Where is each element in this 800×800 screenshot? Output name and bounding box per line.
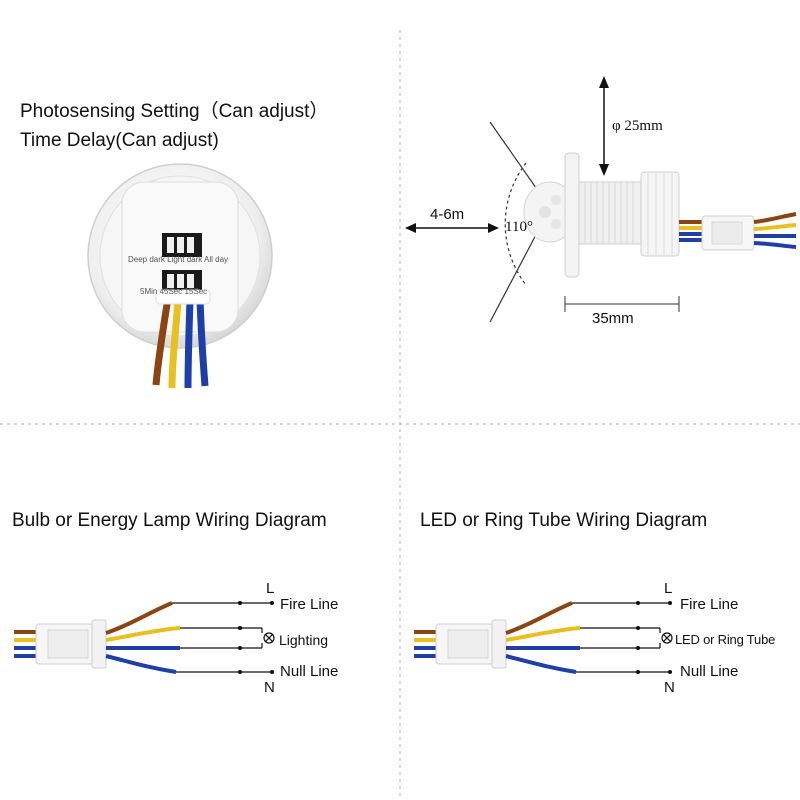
terminal-n-label: N [664,679,675,696]
bulb-wiring-title: Bulb or Energy Lamp Wiring Diagram [12,510,327,531]
fire-line-label: Fire Line [680,596,739,613]
range-dimension: 4-6m [430,206,465,223]
null-line-label: Null Line [680,663,739,680]
null-line-label: Null Line [280,663,339,680]
photosensing-options-label: Deep dark Light dark All day [128,255,229,264]
photosensing-setting-title: Photosensing Setting（Can adjust） [20,101,329,122]
led-ring-tube-label: LED or Ring Tube [675,632,776,647]
length-dimension: 35mm [592,310,634,327]
angle-dimension: 110° [505,219,533,235]
lighting-label: Lighting [279,632,329,648]
fire-line-label: Fire Line [280,596,339,613]
led-wiring-title: LED or Ring Tube Wiring Diagram [420,510,708,531]
diameter-dimension: φ 25mm [612,118,663,134]
terminal-l-label: L [664,580,673,597]
terminal-n-label: N [264,679,275,696]
time-delay-options-label: 5Min 45Sec 15Sec [140,287,208,296]
time-delay-title: Time Delay(Can adjust) [20,130,219,151]
terminal-l-label: L [266,580,275,597]
